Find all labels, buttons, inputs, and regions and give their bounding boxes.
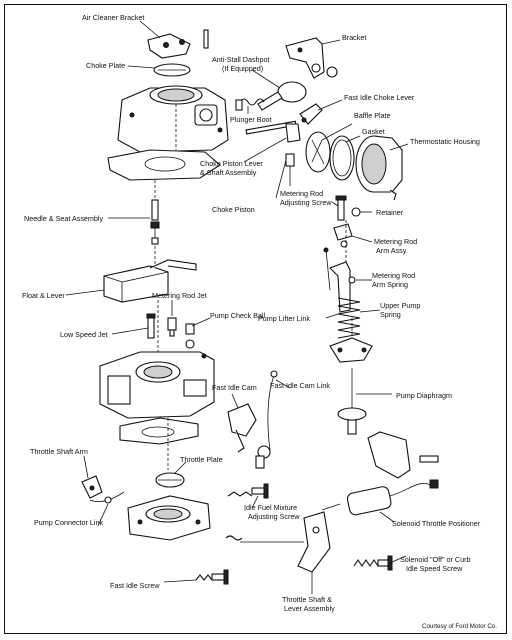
label-idle-fuel-mixture-2: Adjusting Screw [248,512,300,521]
label-throttle-plate: Throttle Plate [180,455,223,464]
label-bracket: Bracket [342,33,366,42]
choke-gasket [329,135,355,181]
label-metering-rod-arm-1: Metering Rod [374,237,417,246]
small-spring [225,535,243,541]
assembly-guides [154,104,353,470]
throttle-body [127,495,211,541]
top-gasket [107,149,221,181]
label-metering-rod-adj-2: Adjusting Screw [280,198,332,207]
label-fast-idle-cam-link: Fast Idle Cam Link [270,381,330,390]
label-choke-piston-lever: Choke Piston Lever [200,159,263,168]
metering-rod-arm [333,223,353,248]
metering-rod-arm-spring [348,276,356,284]
metering-rod-jet [167,317,177,337]
label-solenoid-throttle-positioner: Solenoid Throttle Positioner [392,519,481,528]
thermostatic-housing [355,135,403,201]
throttle-shaft-arm [81,475,103,499]
choke-plate [153,63,191,77]
float-and-lever [103,259,197,303]
plunger-boot [235,98,265,111]
carburetor-main-body [99,351,215,419]
pump-diaphragm [337,368,367,435]
choke-piston [285,153,295,186]
choke-piston-lever-shaft [245,120,301,143]
label-throttle-shaft-lever-1: Throttle Shaft & [282,595,332,604]
callout-labels: Air Cleaner Bracket Bracket Choke Plate … [22,13,497,630]
label-baffle-plate: Baffle Plate [354,111,391,120]
fast-idle-screw [195,569,229,585]
label-thermostatic-housing: Thermostatic Housing [410,137,480,146]
label-anti-stall-dashpot-note: (If Equipped) [222,64,263,73]
pump-connector-link [89,491,125,504]
low-speed-jet [146,313,156,339]
label-retainer: Retainer [376,208,404,217]
base-gasket [119,417,199,445]
anti-stall-dashpot [257,63,321,111]
upper-pump-spring [337,297,361,339]
label-solenoid-off-2: Idle Speed Screw [406,564,463,573]
label-idle-fuel-mixture-1: Idle Fuel Mixture [244,503,297,512]
label-metering-rod-spring-2: Arm Spring [372,280,408,289]
label-pump-lifter-link: Pump Lifter Link [258,314,310,323]
cam-screw [255,445,271,469]
solenoid-off-idle-screw [353,555,393,571]
label-float-lever: Float & Lever [22,291,65,300]
air-cleaner-bracket [147,29,209,59]
label-fast-idle-cam: Fast Idle Cam [212,383,257,392]
retainer [351,207,361,217]
label-throttle-shaft-lever-2: Lever Assembly [284,604,335,613]
metering-rod [323,247,331,291]
solenoid-throttle-positioner [321,479,439,516]
label-pump-connector-link: Pump Connector Link [34,518,104,527]
metering-rod-adjusting-screw [335,195,347,221]
label-upper-pump-1: Upper Pump [380,301,420,310]
label-upper-pump-2: Spring [380,310,401,319]
dashpot-bracket [285,37,338,79]
pump-housing [329,337,373,363]
label-throttle-shaft-arm: Throttle Shaft Arm [30,447,88,456]
pump-check-ball [185,323,195,349]
label-pump-check-ball: Pump Check Ball [210,311,266,320]
leader-lines [65,20,409,594]
label-choke-piston: Choke Piston [212,205,255,214]
label-needle-seat-assembly: Needle & Seat Assembly [24,214,104,223]
label-fast-idle-screw: Fast Idle Screw [110,581,160,590]
fast-idle-choke-lever [299,103,323,125]
idle-fuel-mixture-screw [227,483,269,499]
fast-idle-cam-link [267,370,278,451]
credit-text: Courtesy of Ford Motor Co. [422,623,497,630]
label-anti-stall-dashpot: Anti-Stall Dashpot [212,55,270,64]
solenoid-bracket [367,431,439,479]
label-solenoid-off-1: Solenoid "Off" or Curb [400,555,471,564]
throttle-shaft-lever [240,511,331,573]
carburetor-air-horn [117,85,229,153]
label-fast-idle-choke-lever: Fast Idle Choke Lever [344,93,415,102]
label-gasket: Gasket [362,127,385,136]
diagram-frame [4,4,507,634]
label-air-cleaner-bracket: Air Cleaner Bracket [82,13,144,22]
label-plunger-boot: Plunger Boot [230,115,272,124]
label-low-speed-jet: Low Speed Jet [60,330,108,339]
throttle-plate [155,472,185,488]
label-choke-piston-lever-shaft: & Shaft Assembly [200,168,257,177]
label-metering-rod-spring-1: Metering Rod [372,271,415,280]
label-choke-plate: Choke Plate [86,61,125,70]
label-metering-rod-jet: Metering Rod Jet [152,291,207,300]
label-pump-diaphragm: Pump Diaphragm [396,391,452,400]
fast-idle-cam [227,403,257,453]
label-metering-rod-adj-1: Metering Rod [280,189,323,198]
label-metering-rod-arm-2: Arm Assy. [376,246,408,255]
needle-seat-assembly [150,199,160,245]
